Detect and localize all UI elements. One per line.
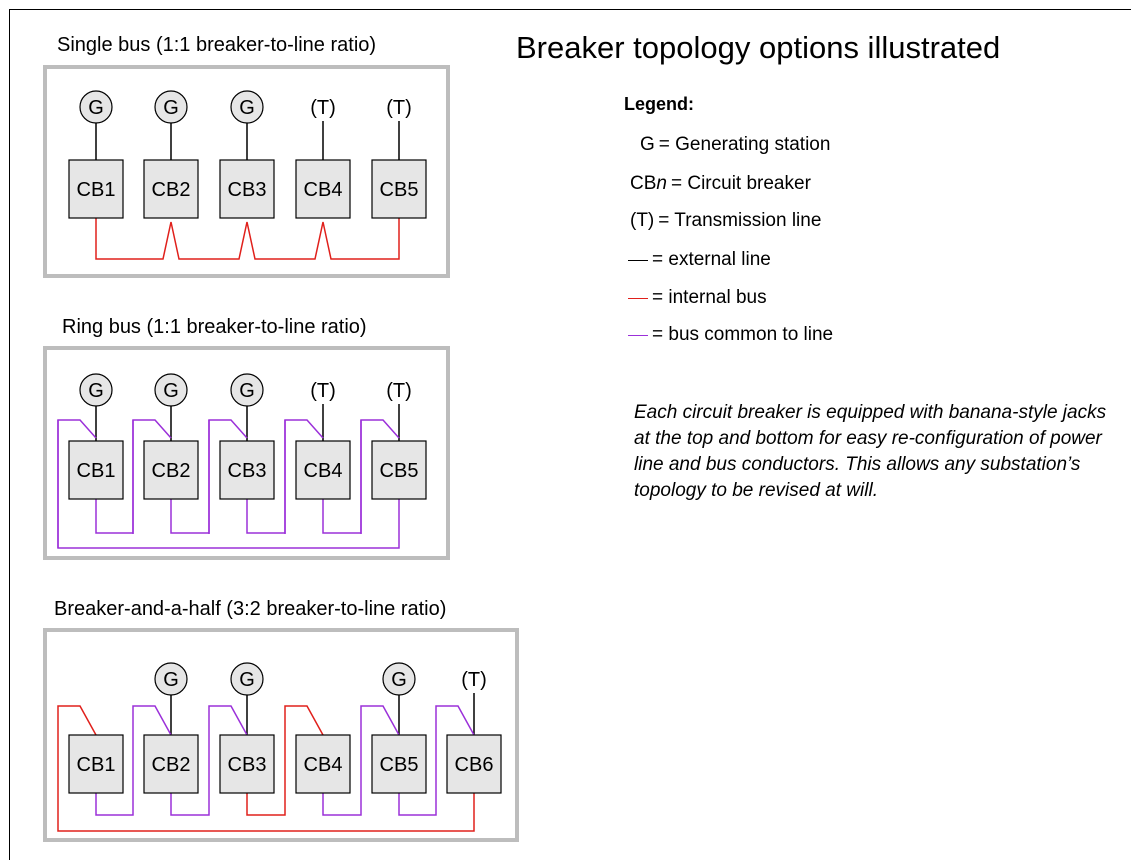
panel-1 — [43, 65, 450, 278]
generator-label: G — [239, 380, 255, 402]
generator-circle — [154, 90, 188, 124]
generator-circle — [230, 90, 264, 124]
legend-item-external-line: = external line — [628, 248, 771, 272]
circuit-breaker-label: CB6 — [455, 754, 494, 776]
internal-bus — [57, 705, 97, 790]
breaker-and-a-half-title: Breaker-and-a-half (3:2 breaker-to-line … — [54, 598, 447, 620]
circuit-breaker-box — [68, 734, 124, 794]
bus-common-line — [95, 420, 134, 534]
legend-item-bus-common: = bus common to line — [628, 323, 833, 347]
bus-common-line — [208, 705, 248, 790]
circuit-breaker-label: CB3 — [228, 460, 267, 482]
bus-common-line — [95, 790, 134, 816]
generator-label: G — [163, 380, 179, 402]
circuit-breaker-label: CB3 — [228, 179, 267, 201]
circuit-breaker-label: CB2 — [152, 460, 191, 482]
circuit-breaker-box — [446, 734, 502, 794]
legend-item-transmission-line: (T) = Transmission line — [630, 210, 822, 231]
circuit-breaker-box — [295, 159, 351, 219]
single-bus-title: Single bus (1:1 breaker-to-line ratio) — [57, 34, 377, 56]
circuit-breaker-label: CB5 — [380, 460, 419, 482]
generator-circle — [79, 90, 113, 124]
circuit-breaker-box — [219, 159, 275, 219]
panel-3 — [43, 628, 519, 842]
circuit-breaker-label: CB4 — [304, 179, 343, 201]
bus-common-line — [322, 420, 362, 534]
bus-common-line — [360, 705, 400, 790]
internal-bus — [246, 790, 286, 816]
generator-label: G — [239, 669, 255, 691]
internal-bus — [95, 218, 400, 260]
generator-label: G — [88, 97, 104, 119]
transmission-line-label: (T) — [386, 97, 412, 119]
bus-common-line — [322, 790, 362, 816]
page-title: Breaker topology options illustrated — [516, 30, 1001, 65]
note-text: Each circuit breaker is equipped with ba… — [634, 402, 1107, 501]
circuit-breaker-box — [371, 159, 427, 219]
circuit-breaker-box — [295, 734, 351, 794]
internal-bus — [284, 705, 324, 790]
circuit-breaker-box — [143, 440, 199, 500]
transmission-line-label: (T) — [386, 380, 412, 402]
panel-2 — [43, 346, 450, 560]
transmission-line-label: (T) — [310, 97, 336, 119]
bus-common-line — [246, 420, 286, 534]
generator-circle — [382, 662, 416, 696]
circuit-breaker-label: CB4 — [304, 460, 343, 482]
circuit-breaker-box — [219, 734, 275, 794]
circuit-breaker-label: CB5 — [380, 754, 419, 776]
transmission-line-label: (T) — [310, 380, 336, 402]
circuit-breaker-box — [371, 734, 427, 794]
generator-label: G — [391, 669, 407, 691]
circuit-breaker-label: CB2 — [152, 179, 191, 201]
ring-bus-title: Ring bus (1:1 breaker-to-line ratio) — [62, 316, 367, 338]
generator-circle — [230, 373, 264, 407]
circuit-breaker-label: CB5 — [380, 179, 419, 201]
circuit-breaker-label: CB1 — [77, 460, 116, 482]
generator-label: G — [163, 97, 179, 119]
circuit-breaker-label: CB4 — [304, 754, 343, 776]
external-line-swatch — [628, 259, 648, 261]
circuit-breaker-box — [371, 440, 427, 500]
internal-bus-swatch — [628, 297, 648, 299]
circuit-breaker-label: CB1 — [77, 754, 116, 776]
bus-common-line — [398, 790, 437, 816]
generator-label: G — [88, 380, 104, 402]
circuit-breaker-label: CB3 — [228, 754, 267, 776]
bus-common-line — [170, 420, 210, 534]
circuit-breaker-box — [143, 734, 199, 794]
generator-circle — [79, 373, 113, 407]
page-frame — [9, 9, 1131, 860]
circuit-breaker-label: CB2 — [152, 754, 191, 776]
circuit-breaker-box — [68, 159, 124, 219]
bus-common-line — [435, 705, 475, 790]
legend-item-generating-station: G = Generating station — [640, 134, 831, 155]
circuit-breaker-box — [68, 440, 124, 500]
bus-common-line — [132, 705, 172, 790]
legend-heading: Legend: — [624, 94, 694, 114]
generator-label: G — [239, 97, 255, 119]
circuit-breaker-label: CB1 — [77, 179, 116, 201]
generator-circle — [154, 373, 188, 407]
circuit-breaker-box — [219, 440, 275, 500]
circuit-breaker-box — [295, 440, 351, 500]
internal-bus — [57, 790, 475, 832]
bus-common-line — [170, 790, 210, 816]
circuit-breaker-box — [143, 159, 199, 219]
legend-item-internal-bus: = internal bus — [628, 286, 767, 310]
bus-common-swatch — [628, 334, 648, 336]
transmission-line-label: (T) — [461, 669, 487, 691]
bus-common-line — [57, 420, 400, 549]
generator-circle — [230, 662, 264, 696]
generator-label: G — [163, 669, 179, 691]
generator-circle — [154, 662, 188, 696]
